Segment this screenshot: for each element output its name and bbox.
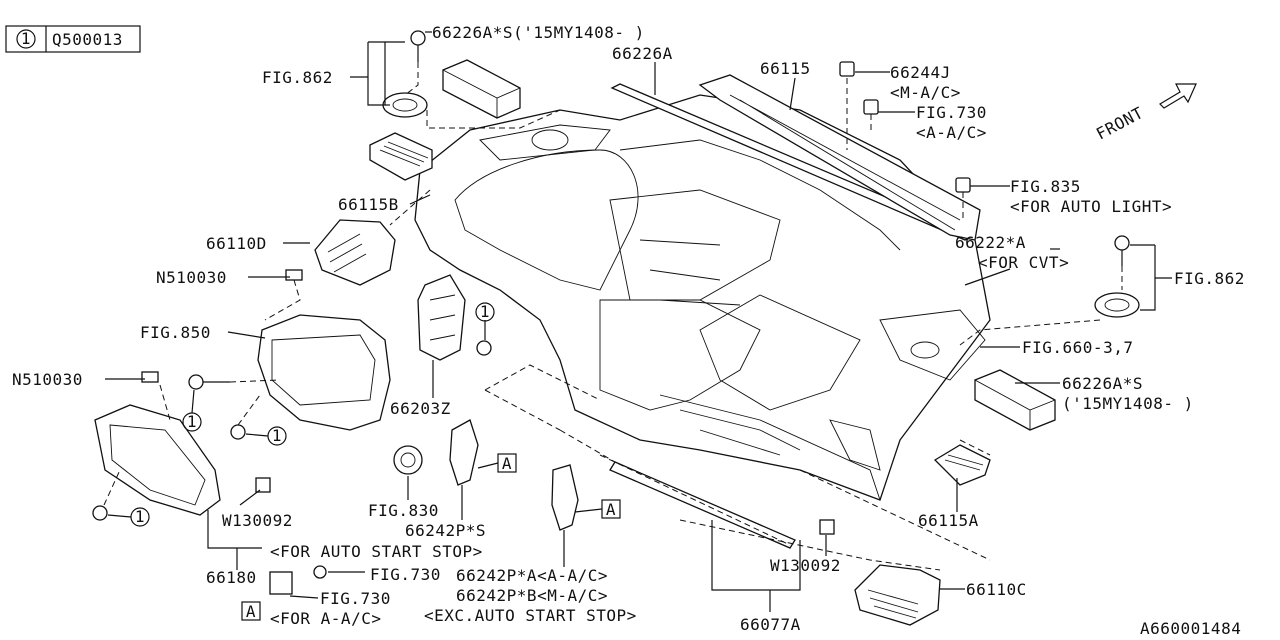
label-fig730-top: FIG.730: [916, 103, 987, 122]
bracket-66242p-a-b: [551, 464, 579, 531]
screw-top-left: [410, 30, 426, 62]
label-fig730-mid: FIG.730: [370, 565, 441, 584]
label-66242p-s: 66242P*S: [405, 521, 486, 540]
svg-text:A: A: [246, 602, 256, 621]
ref-circle-1d: 1: [107, 507, 150, 527]
clip-fig730-top: [863, 99, 879, 115]
part-labels: 66226A*S('15MY1408- ) 66226A 66115 66244…: [12, 23, 1245, 638]
label-66110c: 66110C: [966, 580, 1027, 599]
label-66115b: 66115B: [338, 195, 399, 214]
svg-text:1: 1: [272, 426, 282, 445]
label-66180: 66180: [206, 568, 257, 587]
defroster-trim: [610, 74, 981, 241]
bracket-66242p-s: [449, 419, 479, 486]
label-66226a-s-right: 66226A*S: [1062, 374, 1143, 393]
clip-66244j: [839, 61, 855, 77]
leader-lines: [105, 31, 1172, 612]
switch-fig730-bottom: [269, 565, 327, 595]
svg-text:1: 1: [187, 412, 197, 431]
label-fig830: FIG.830: [368, 501, 439, 520]
svg-text:A: A: [606, 500, 616, 519]
svg-text:A: A: [502, 454, 512, 473]
clip-n510030-lower: [141, 371, 159, 383]
label-fig730-bottom-note: <FOR A-A/C>: [270, 609, 381, 628]
label-66222-a-note: <FOR CVT>: [978, 253, 1069, 272]
label-fig835-note: <FOR AUTO LIGHT>: [1010, 197, 1172, 216]
ref-circle-1b: 1: [182, 389, 202, 432]
label-66077a: 66077A: [740, 615, 801, 634]
screw-bracket: [476, 340, 492, 356]
screw-right: [1114, 235, 1130, 266]
label-66203z: 66203Z: [390, 399, 451, 418]
label-66110d: 66110D: [206, 234, 267, 253]
label-auto-start-stop-note: <FOR AUTO START STOP>: [270, 542, 483, 561]
label-fig862-left: FIG.862: [262, 68, 333, 87]
label-fig850: FIG.850: [140, 323, 211, 342]
label-fig660: FIG.660-3,7: [1022, 338, 1133, 357]
side-vent-right: [854, 564, 941, 626]
label-fig730-bottom: FIG.730: [320, 589, 391, 608]
side-vent-grille-right: [933, 444, 991, 486]
label-exc-auto-start-stop: <EXC.AUTO START STOP>: [424, 606, 637, 625]
duct-fig862-right: [1094, 292, 1140, 318]
combination-meter: [257, 314, 391, 431]
legend-symbol: 1: [21, 29, 31, 48]
ref-circle-1c: 1: [245, 426, 287, 446]
label-66115a: 66115A: [918, 511, 979, 530]
label-fig862-right: FIG.862: [1174, 269, 1245, 288]
label-66226a-s-right-note: ('15MY1408- ): [1062, 394, 1194, 413]
label-w130092-right: W130092: [770, 556, 841, 575]
assembly-lines: [103, 62, 1123, 571]
ref-circle-1a: 1: [475, 302, 495, 322]
label-66226a: 66226A: [612, 44, 673, 63]
label-66222-a: 66222*A: [955, 233, 1026, 252]
side-vent-left: [314, 219, 396, 286]
lower-trim-strip: [609, 461, 796, 549]
ref-box-a-2: A: [574, 499, 621, 519]
label-n510030-lower: N510030: [12, 370, 83, 389]
foam-pad-left: [442, 59, 521, 119]
legend-box: 1 Q500013: [5, 25, 141, 53]
ref-box-a-3: A: [241, 601, 261, 621]
label-66244j: 66244J: [890, 63, 951, 82]
ref-box-a-1: A: [477, 453, 517, 473]
clip-w130092-right: [819, 519, 835, 535]
label-66242p-b: 66242P*B<M-A/C>: [456, 586, 608, 605]
clip-n510030-upper: [285, 269, 303, 281]
socket-fig830: [393, 445, 423, 475]
screw-visor: [92, 505, 108, 521]
front-direction-arrow: FRONT: [1093, 83, 1197, 144]
clip-fig835: [955, 177, 971, 193]
label-66115: 66115: [760, 59, 811, 78]
front-label: FRONT: [1093, 103, 1147, 144]
clip-w130092-left: [255, 477, 271, 493]
label-w130092-left: W130092: [222, 511, 293, 530]
label-n510030-upper: N510030: [156, 268, 227, 287]
meter-visor: [94, 404, 221, 516]
label-fig730-top-note: <A-A/C>: [916, 123, 987, 142]
label-diagram-id: A660001484: [1140, 619, 1241, 638]
screw-meter-2: [230, 424, 246, 440]
label-66242p-a: 66242P*A<A-A/C>: [456, 566, 608, 585]
label-66244j-note: <M-A/C>: [890, 83, 961, 102]
side-vent-grille-left: [369, 132, 433, 181]
screw-meter-1: [188, 374, 230, 390]
bracket-66203z: [417, 274, 466, 361]
label-fig835: FIG.835: [1010, 177, 1081, 196]
instrument-panel-body: [414, 94, 991, 501]
legend-part-number: Q500013: [52, 30, 123, 49]
svg-text:1: 1: [135, 507, 145, 526]
foam-pad-right: [974, 369, 1056, 431]
label-66226a-s-top: 66226A*S('15MY1408- ): [432, 23, 645, 42]
svg-text:1: 1: [480, 302, 490, 321]
